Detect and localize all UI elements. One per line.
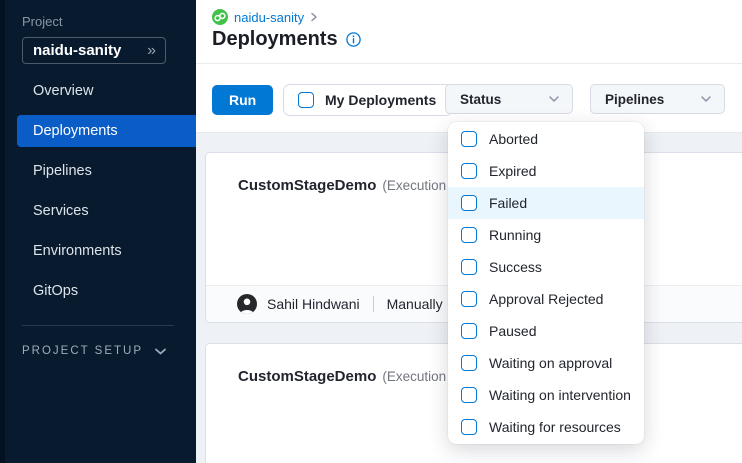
project-selector-value: naidu-sanity <box>33 42 122 59</box>
status-option-expired[interactable]: Expired <box>448 155 644 187</box>
status-option-waiting-for-resources[interactable]: Waiting for resources <box>448 411 644 443</box>
project-sidebar: Project naidu-sanity » Overview Deployme… <box>0 0 196 463</box>
status-filter-dropdown[interactable]: Status <box>445 84 573 114</box>
sidebar-item-pipelines[interactable]: Pipelines <box>33 163 92 179</box>
chevron-down-icon <box>154 347 167 356</box>
checkbox-success[interactable] <box>461 259 477 275</box>
checkbox-waiting-on-intervention[interactable] <box>461 387 477 403</box>
sidebar-item-deployments[interactable]: Deployments <box>17 115 196 147</box>
project-label: Project <box>22 14 63 29</box>
project-setup-label: PROJECT SETUP <box>22 345 143 357</box>
pipeline-name[interactable]: CustomStageDemo <box>238 177 377 194</box>
checkbox-aborted[interactable] <box>461 131 477 147</box>
sidebar-item-environments[interactable]: Environments <box>33 243 122 259</box>
checkbox-expired[interactable] <box>461 163 477 179</box>
page-header: naidu-sanity Deployments <box>196 0 742 64</box>
deployments-toolbar: Run My Deployments Status Pipelines <box>196 64 742 133</box>
user-avatar <box>237 294 257 314</box>
execution-id-label: (Execution Id <box>382 369 462 384</box>
sidebar-nav: Overview Deployments Pipelines Services … <box>0 71 196 311</box>
status-option-aborted[interactable]: Aborted <box>448 123 644 155</box>
status-option-running[interactable]: Running <box>448 219 644 251</box>
run-button[interactable]: Run <box>212 85 274 115</box>
chevron-right-icon <box>310 12 318 22</box>
status-option-success[interactable]: Success <box>448 251 644 283</box>
status-option-approval-rejected[interactable]: Approval Rejected <box>448 283 644 315</box>
status-option-failed[interactable]: Failed <box>448 187 644 219</box>
title-row: Deployments <box>212 28 742 51</box>
checkbox-waiting-for-resources[interactable] <box>461 419 477 435</box>
status-filter-menu: Aborted Expired Failed Running Success A… <box>448 122 644 444</box>
sidebar-item-gitops[interactable]: GitOps <box>33 283 79 299</box>
status-filter-label: Status <box>460 91 502 107</box>
breadcrumb-project-link[interactable]: naidu-sanity <box>234 9 305 25</box>
page-title: Deployments <box>212 28 338 50</box>
sidebar-item-services[interactable]: Services <box>33 203 89 219</box>
sidebar-divider <box>22 325 174 326</box>
info-icon[interactable] <box>345 32 361 47</box>
chevron-down-icon <box>548 95 560 103</box>
checkbox-failed[interactable] <box>461 195 477 211</box>
project-selector[interactable]: naidu-sanity » <box>22 37 166 64</box>
checkbox-running[interactable] <box>461 227 477 243</box>
pipelines-filter-label: Pipelines <box>605 91 665 107</box>
my-deployments-checkbox[interactable] <box>298 92 314 108</box>
sidebar-item-overview[interactable]: Overview <box>33 83 94 99</box>
checkbox-approval-rejected[interactable] <box>461 291 477 307</box>
status-option-waiting-on-approval[interactable]: Waiting on approval <box>448 347 644 379</box>
trigger-user-name: Sahil Hindwani <box>267 296 360 312</box>
pipelines-filter-dropdown[interactable]: Pipelines <box>590 84 725 114</box>
pipeline-name[interactable]: CustomStageDemo <box>238 368 377 385</box>
breadcrumb: naidu-sanity <box>212 9 742 25</box>
status-option-paused[interactable]: Paused <box>448 315 644 347</box>
chevron-down-icon <box>700 95 712 103</box>
footer-divider <box>372 296 374 312</box>
checkbox-paused[interactable] <box>461 323 477 339</box>
status-option-waiting-on-intervention[interactable]: Waiting on intervention <box>448 379 644 411</box>
checkbox-waiting-on-approval[interactable] <box>461 355 477 371</box>
trigger-type: Manually <box>386 296 443 312</box>
expand-project-icon[interactable]: » <box>147 41 156 59</box>
my-deployments-label: My Deployments <box>325 92 437 108</box>
project-setup-toggle[interactable]: PROJECT SETUP <box>22 345 196 357</box>
module-nav-rail <box>0 0 5 463</box>
my-deployments-filter[interactable]: My Deployments <box>283 84 454 116</box>
main-area: naidu-sanity Deployments Run <box>196 0 742 463</box>
execution-id-label: (Execution Id <box>382 178 462 193</box>
cd-module-icon <box>212 9 228 25</box>
